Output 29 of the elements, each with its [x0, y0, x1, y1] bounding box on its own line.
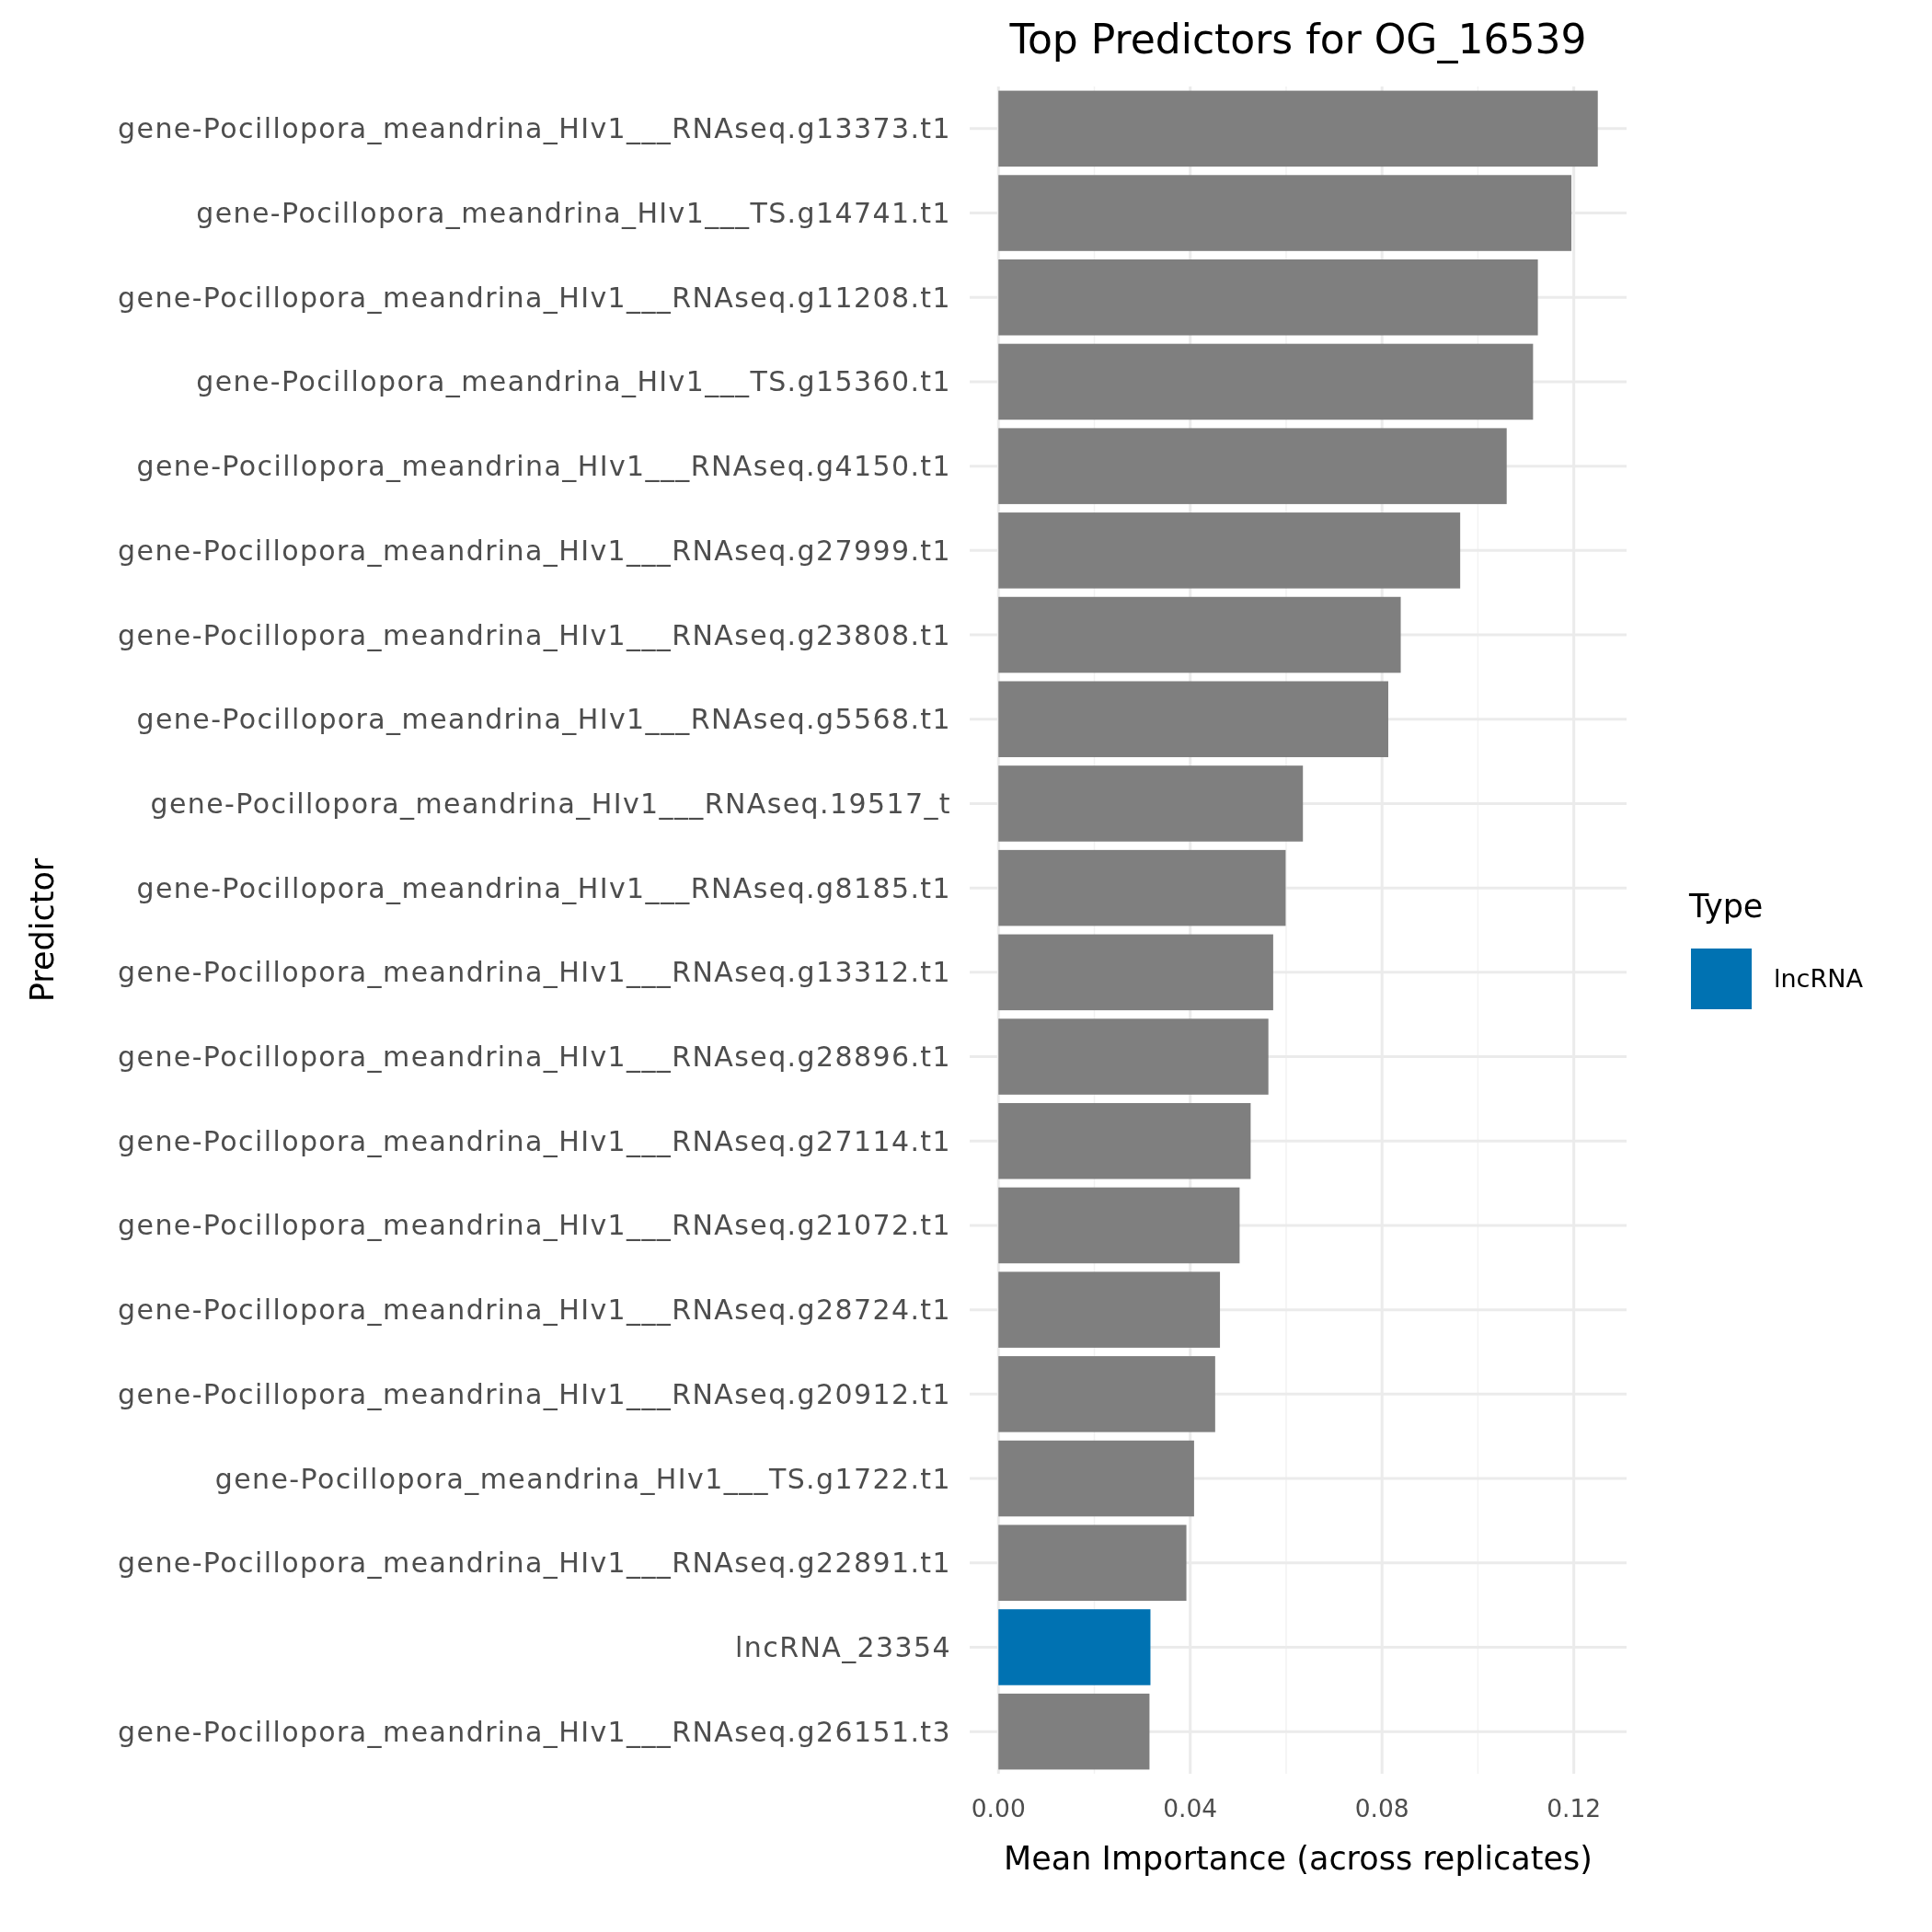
axis-tick-label: gene-Pocillopora_meandrina_HIv1___RNAseq.g20912.t1 — [118, 1377, 951, 1410]
axis-tick-label: gene-Pocillopora_meandrina_HIv1___RNAseq.g28724.t1 — [118, 1294, 951, 1327]
chart-title: Top Predictors for OG_16539 — [1009, 16, 1587, 63]
axis-tick-label: gene-Pocillopora_meandrina_HIv1___TS.g1722.t1 — [214, 1462, 951, 1495]
axis-title: Predictor — [24, 857, 61, 1003]
axis-tick-label: lncRNA_23354 — [735, 1630, 951, 1663]
axis-tick-label: 0.08 — [1354, 1794, 1409, 1823]
axis-tick-label: gene-Pocillopora_meandrina_HIv1___RNAseq.g13373.t1 — [118, 112, 951, 145]
axis-tick-label: gene-Pocillopora_meandrina_HIv1___RNAseq.g21072.t1 — [118, 1209, 951, 1242]
axis-tick-label: gene-Pocillopora_meandrina_HIv1___RNAseq.g27114.t1 — [118, 1124, 951, 1157]
axis-tick-label: 0.04 — [1163, 1794, 1218, 1823]
axis-title: Mean Importance (across replicates) — [1004, 1840, 1593, 1877]
axis-tick-label: 0.12 — [1547, 1794, 1602, 1823]
legend-label: lncRNA — [1774, 964, 1863, 994]
axis-tick-label: gene-Pocillopora_meandrina_HIv1___RNAseq.g23808.t1 — [118, 618, 951, 651]
axis-tick-label: gene-Pocillopora_meandrina_HIv1___RNAseq.g28896.t1 — [118, 1041, 951, 1074]
axis-tick-label: gene-Pocillopora_meandrina_HIv1___TS.g14741.t1 — [196, 197, 951, 230]
axis-tick-label: gene-Pocillopora_meandrina_HIv1___RNAseq.g8185.t1 — [136, 871, 951, 904]
axis-tick-label: gene-Pocillopora_meandrina_HIv1___RNAseq.g5568.t1 — [136, 703, 951, 736]
axis-tick-label: gene-Pocillopora_meandrina_HIv1___RNAseq.g26151.t3 — [118, 1715, 951, 1748]
legend-title: Type — [1689, 888, 1764, 925]
axis-tick-label: gene-Pocillopora_meandrina_HIv1___RNAseq.g22891.t1 — [118, 1547, 951, 1580]
axis-tick-label: gene-Pocillopora_meandrina_HIv1___RNAseq.g4150.t1 — [136, 450, 951, 483]
axis-tick-label: gene-Pocillopora_meandrina_HIv1___RNAseq.g27999.t1 — [118, 534, 951, 567]
axis-tick-label: gene-Pocillopora_meandrina_HIv1___TS.g15360.t1 — [196, 365, 951, 398]
axis-tick-label: 0.00 — [971, 1794, 1026, 1823]
axis-tick-label: gene-Pocillopora_meandrina_HIv1___RNAseq.g13312.t1 — [118, 956, 951, 989]
axis-tick-label: gene-Pocillopora_meandrina_HIv1___RNAseq.g11208.t1 — [118, 281, 951, 314]
axis-tick-label: gene-Pocillopora_meandrina_HIv1___RNAseq.19517_t — [150, 787, 951, 820]
